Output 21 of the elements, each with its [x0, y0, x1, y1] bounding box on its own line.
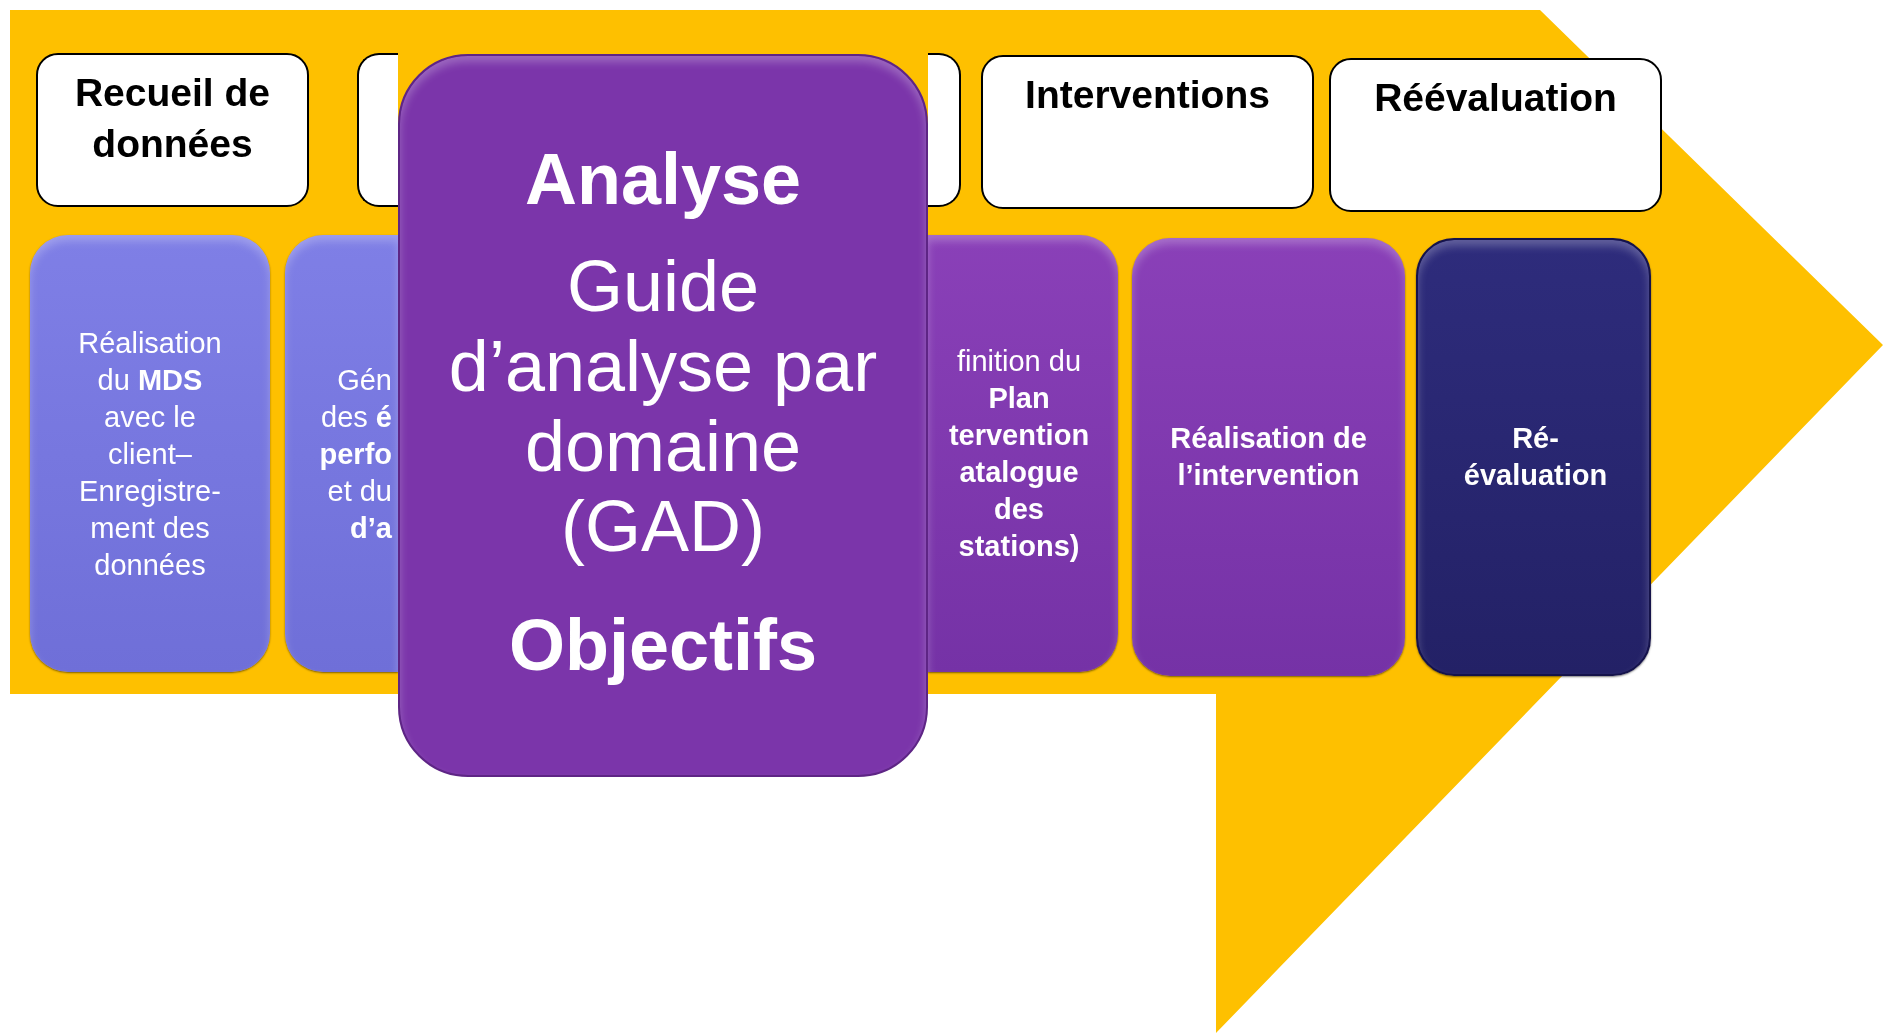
stage-title: Réévaluation	[1373, 75, 1618, 121]
stage-title: Recueil de données	[73, 70, 272, 167]
stage-header-box	[36, 53, 309, 207]
step-box	[285, 235, 398, 672]
step-text: Gén des é perfo et du d’a	[318, 362, 392, 545]
stage-header-box	[981, 55, 1314, 209]
stage-header-box	[1329, 58, 1662, 212]
step-text: finition du Plan tervention atalogue des stations)	[947, 343, 1091, 564]
step-text: Réalisation de l’intervention	[1169, 421, 1368, 493]
highlight-box	[398, 54, 928, 777]
step-box	[1416, 238, 1651, 676]
stage-title: Interventions	[1024, 72, 1271, 118]
step-box	[30, 235, 270, 672]
title-text: Analyse	[523, 138, 803, 220]
title-text: Objectifs	[507, 604, 819, 686]
step-text: Ré-évaluation	[1462, 421, 1609, 493]
subtitle-text: Guide d’analyse par domaine (GAD)	[447, 246, 879, 566]
step-text: Réalisation du MDS avec le client– Enregistre-ment des données	[77, 325, 223, 582]
stage-header-box	[357, 53, 398, 207]
step-box	[1132, 238, 1405, 676]
step-box	[928, 235, 1118, 672]
